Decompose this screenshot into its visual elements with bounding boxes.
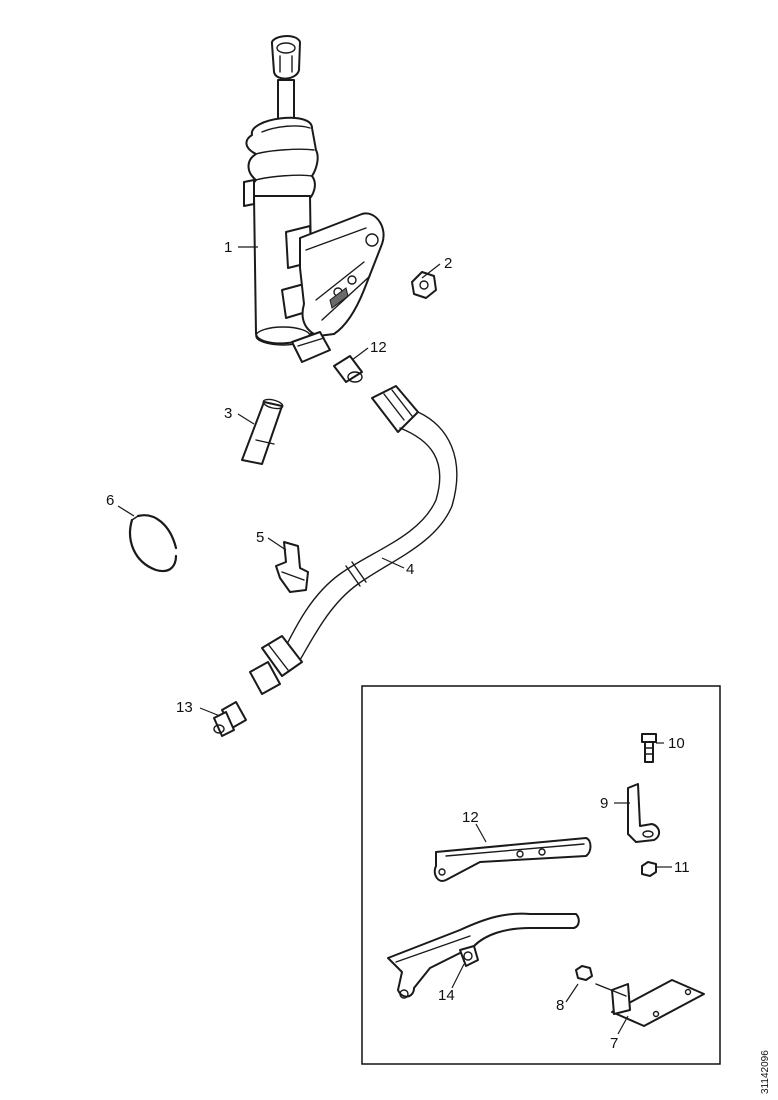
connector-lower-part-13 [213, 701, 247, 737]
callout-3: 3 [224, 405, 232, 422]
callout-13-lower: 13 [176, 699, 193, 716]
document-id: 31142096 [760, 1050, 771, 1094]
inset-frame [361, 685, 721, 1065]
nut-part-2 [411, 271, 437, 299]
callout-10: 10 [668, 735, 685, 752]
bracket-part-14 [387, 912, 580, 999]
callout-13-upper: 12 [370, 339, 387, 356]
callout-7: 7 [610, 1035, 618, 1052]
leader-lines [117, 246, 672, 1035]
callout-5: 5 [256, 529, 264, 546]
mounting-plate-part-7 [595, 979, 705, 1027]
bracket-part-12 [433, 837, 592, 882]
callout-4: 4 [406, 561, 414, 578]
retaining-ring-part-6 [128, 514, 178, 573]
connector-upper-part-13 [333, 355, 363, 383]
nut-part-8 [575, 965, 593, 981]
hydraulic-hose-part-4 [249, 385, 458, 695]
master-cylinder-part-1 [243, 35, 385, 363]
nut-part-11 [641, 861, 657, 877]
bolt-part-10 [641, 733, 657, 763]
callout-9: 9 [600, 795, 608, 812]
callout-2: 2 [444, 255, 452, 272]
callout-12: 12 [462, 809, 479, 826]
callout-1: 1 [224, 239, 232, 256]
bracket-part-9 [627, 783, 660, 843]
callout-8: 8 [556, 997, 564, 1014]
sleeve-part-3 [241, 398, 284, 465]
callout-11: 11 [674, 859, 690, 876]
clip-part-5 [275, 541, 309, 593]
callout-14: 14 [438, 987, 455, 1004]
callout-6: 6 [106, 492, 114, 509]
